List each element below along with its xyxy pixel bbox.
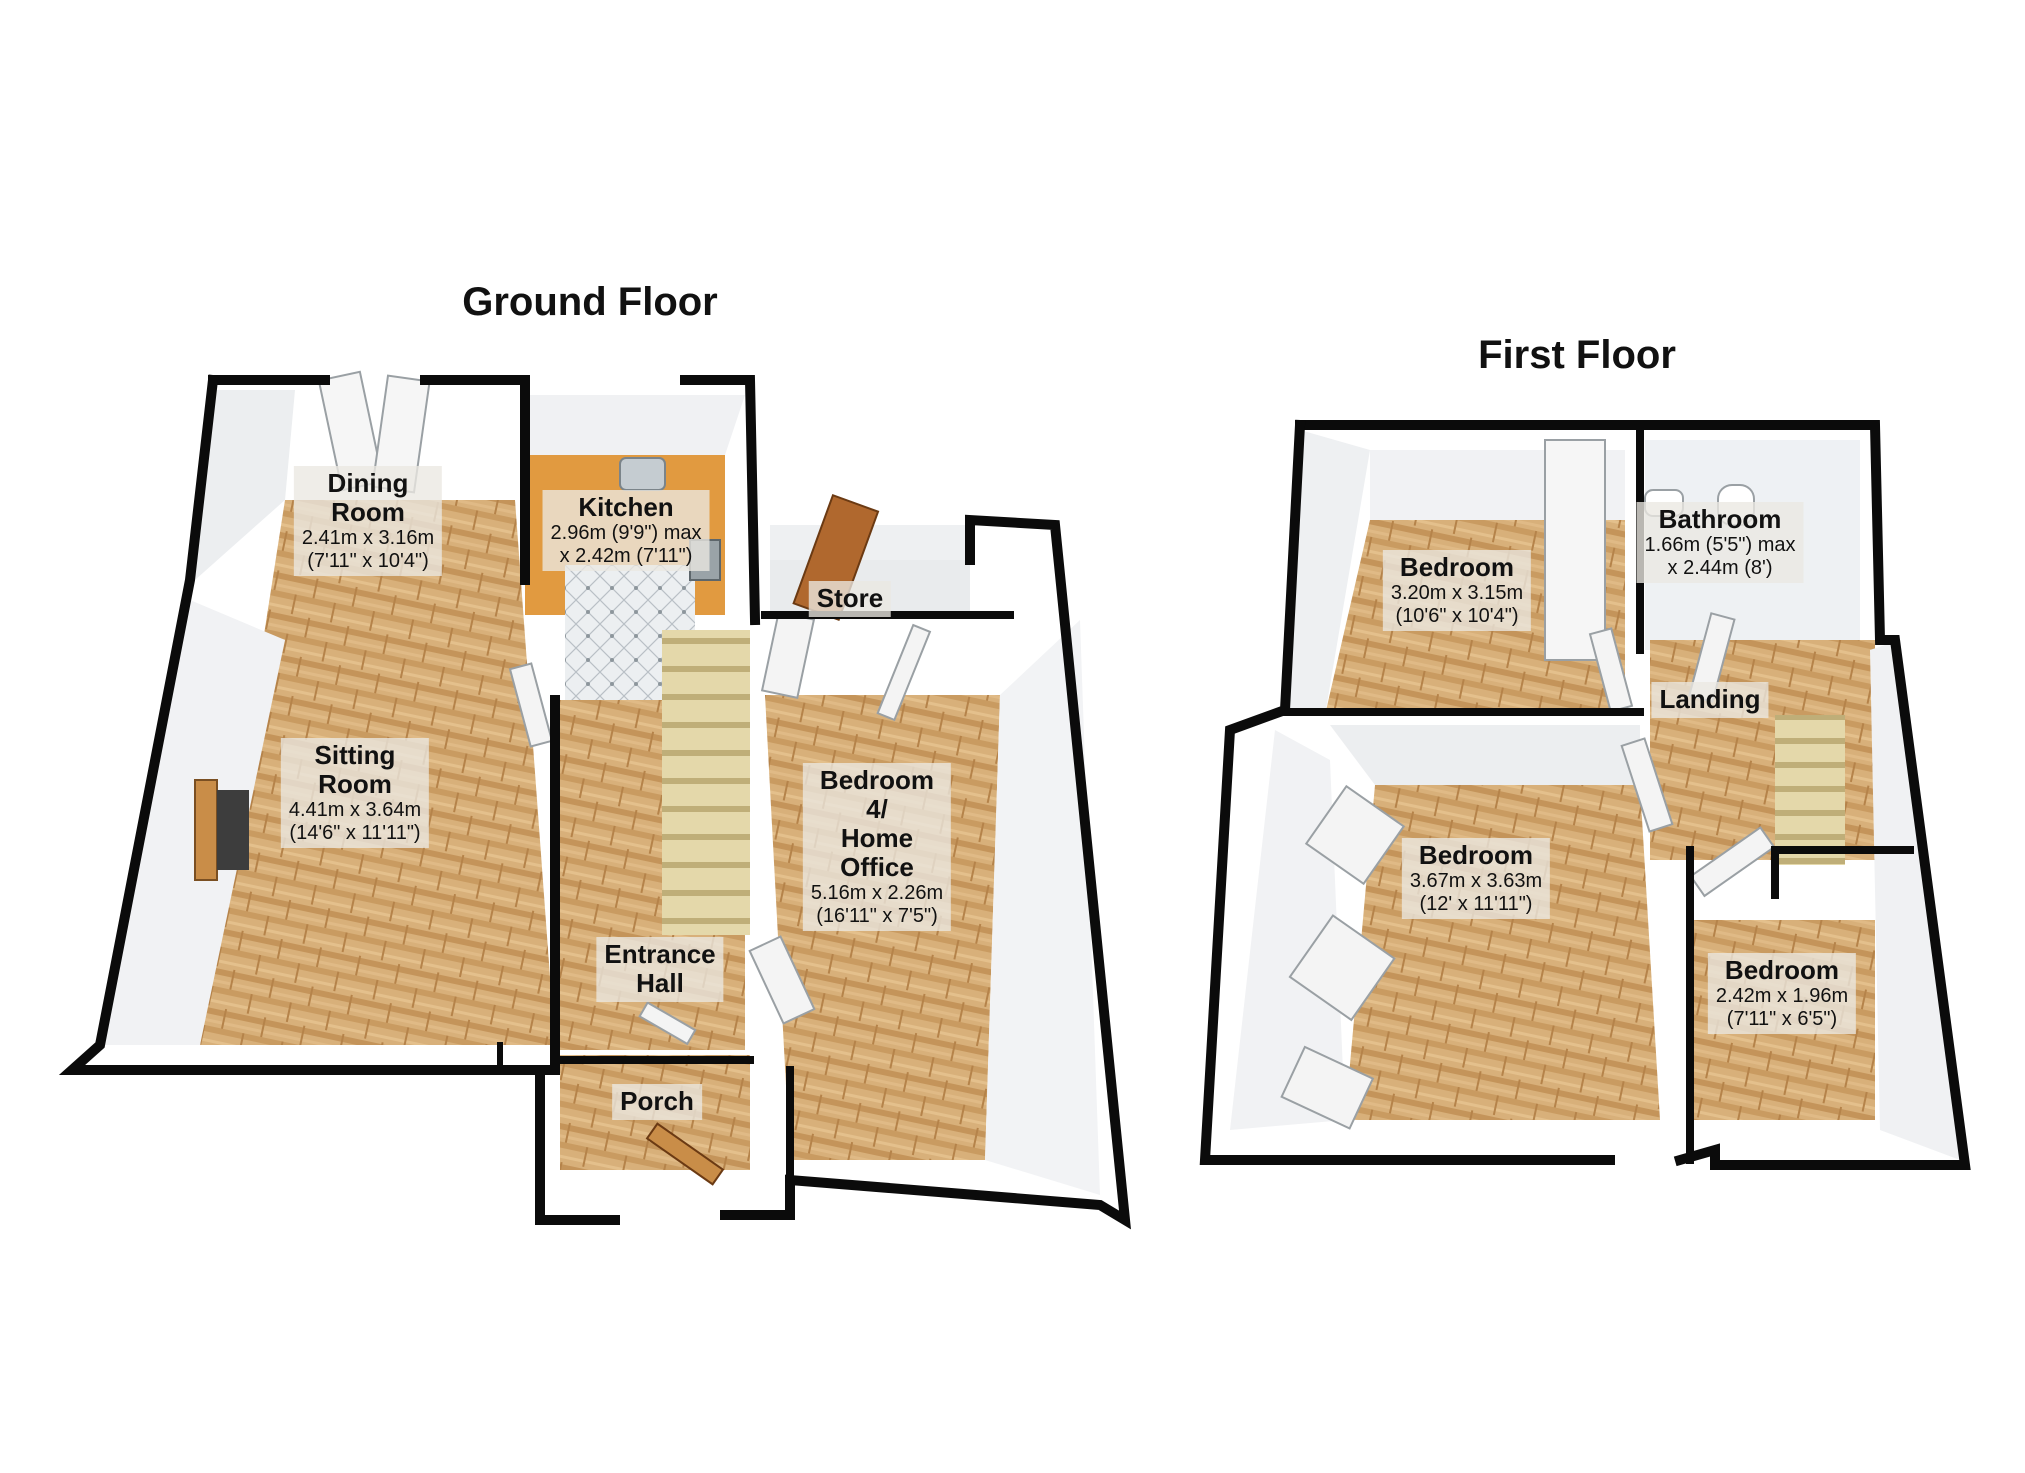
wardrobe-door-3: [1280, 1045, 1375, 1130]
hall-door: [748, 935, 816, 1025]
room-name: Dining Room: [327, 468, 409, 528]
ground-staircase: [662, 630, 750, 935]
wardrobe-door-1: [1304, 784, 1406, 886]
ff-left-face: [1285, 430, 1370, 715]
first-floor-title: First Floor: [1478, 333, 1676, 377]
room-name: Kitchen: [578, 492, 674, 522]
room-name: Sitting Room: [314, 740, 396, 800]
room-label-porch: Porch: [612, 1084, 702, 1121]
room-label-bedroom-4-home-office: Bedroom 4/ Home Office 5.16m x 2.26m (16…: [802, 763, 952, 932]
room-name: Store: [816, 583, 884, 613]
room-dimensions: 2.41m x 3.16m (7'11" x 10'4"): [301, 527, 435, 572]
room-name: Bedroom: [1418, 840, 1534, 870]
room-name: Bedroom: [1724, 955, 1840, 985]
first-staircase: [1775, 715, 1845, 865]
ff-large-back-face: [1330, 725, 1640, 785]
ground-floor-title: Ground Floor: [462, 280, 718, 324]
fireplace: [194, 779, 218, 881]
room-dimensions: 3.20m x 3.15m (10'6" x 10'4"): [1390, 582, 1524, 627]
bedroom-large-door: [1620, 737, 1674, 833]
room-label-landing: Landing: [1651, 682, 1769, 719]
store-back-face: [770, 525, 975, 560]
ff-right-face: [1870, 640, 1960, 1160]
room-dimensions: 3.67m x 3.63m (12' x 11'11"): [1409, 870, 1543, 915]
porch-inner-door: [638, 1001, 697, 1046]
bedroom-small-door: [1689, 826, 1776, 898]
room-label-entrance-hall: Entrance Hall: [596, 937, 724, 1003]
bedroom4-wardrobe-door: [876, 623, 932, 722]
kitchen-sink: [619, 457, 666, 491]
room-label-bedroom-top: Bedroom 3.20m x 3.15m (10'6" x 10'4"): [1382, 550, 1532, 631]
wardrobe-door-2: [1288, 914, 1396, 1022]
ground-walls: [58, 374, 1131, 1230]
room-label-bedroom-small: Bedroom 2.42m x 1.96m (7'11" x 6'5"): [1707, 953, 1857, 1034]
bedroom4-right-face: [985, 620, 1100, 1195]
store-door: [760, 610, 816, 700]
dining-wall-face: [195, 390, 295, 580]
sitting-door: [508, 662, 554, 748]
fireplace-hearth: [217, 790, 249, 870]
room-dimensions: 1.66m (5'5") max x 2.44m (8'): [1644, 534, 1796, 579]
room-label-bathroom: Bathroom 1.66m (5'5") max x 2.44m (8'): [1636, 502, 1804, 583]
room-dimensions: 2.96m (9'9") max x 2.42m (7'11"): [550, 522, 702, 567]
bedroom-top-wardrobe: [1544, 439, 1606, 661]
room-name: Bedroom 4/ Home Office: [819, 765, 935, 883]
room-name: Entrance Hall: [604, 939, 716, 999]
room-label-dining-room: Dining Room 2.41m x 3.16m (7'11" x 10'4"…: [293, 466, 443, 576]
front-door: [645, 1122, 725, 1186]
room-label-kitchen: Kitchen 2.96m (9'9") max x 2.42m (7'11"): [542, 490, 710, 571]
sitting-left-face: [100, 600, 285, 1045]
room-dimensions: 2.42m x 1.96m (7'11" x 6'5"): [1715, 985, 1849, 1030]
room-name: Porch: [620, 1086, 694, 1116]
room-label-sitting-room: Sitting Room 4.41m x 3.64m (14'6" x 11'1…: [280, 738, 430, 848]
room-name: Bedroom: [1399, 552, 1515, 582]
room-dimensions: 4.41m x 3.64m (14'6" x 11'11"): [288, 799, 422, 844]
first-walls: [1199, 419, 1971, 1170]
kitchen-back-face: [525, 395, 745, 455]
room-name: Bathroom: [1658, 504, 1782, 534]
room-dimensions: 5.16m x 2.26m (16'11" x 7'5"): [810, 882, 944, 927]
room-label-store: Store: [808, 581, 892, 618]
bathroom-back-face: [1645, 440, 1860, 520]
first-floor-plan: [1199, 419, 1971, 1170]
room-label-bedroom-large: Bedroom 3.67m x 3.63m (12' x 11'11"): [1401, 838, 1551, 919]
room-name: Landing: [1659, 684, 1761, 714]
